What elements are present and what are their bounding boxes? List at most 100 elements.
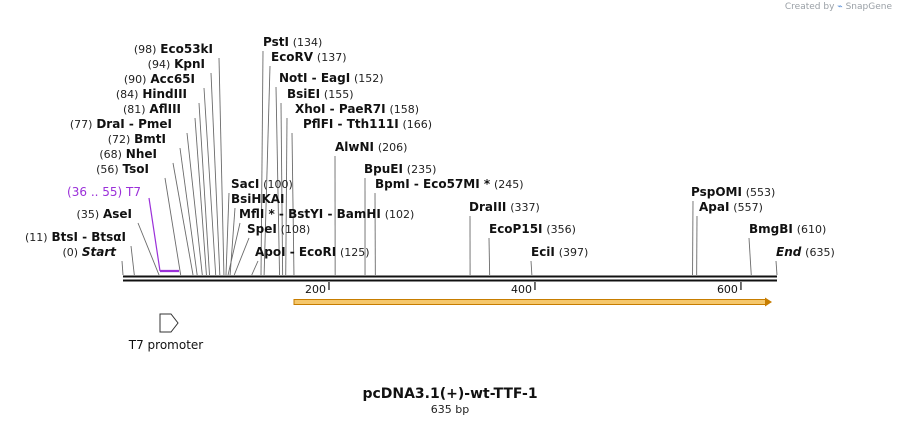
site-name: MflI * - BstYI - BamHI xyxy=(239,207,381,221)
site-name: Acc65I xyxy=(150,72,195,86)
ruler-tick-label: 200 xyxy=(305,283,326,296)
site-position: (397) xyxy=(559,246,589,259)
site-position: (553) xyxy=(746,186,776,199)
site-name: PspOMI xyxy=(691,185,742,199)
site-position: (337) xyxy=(510,201,540,214)
site-name: AseI xyxy=(103,207,132,221)
site-position: (206) xyxy=(378,141,408,154)
site-leader-line xyxy=(275,86,280,276)
site-name: XhoI - PaeR7I xyxy=(295,102,386,116)
site-label: (77) DraI - PmeI xyxy=(70,117,172,131)
site-position: (102) xyxy=(385,208,415,221)
site-position: (155) xyxy=(324,88,354,101)
site-position: (125) xyxy=(340,246,370,259)
plasmid-size: 635 bp xyxy=(430,403,470,416)
site-name: AflIII xyxy=(149,102,181,116)
site-leader-line xyxy=(172,162,194,276)
site-position: (610) xyxy=(797,223,827,236)
site-leader-line xyxy=(775,260,778,276)
site-name: BsiHKAI xyxy=(231,192,285,206)
site-leader-line xyxy=(137,222,160,276)
site-label: EciI (397) xyxy=(531,245,588,259)
site-name: HindIII xyxy=(142,87,187,101)
site-leader-line xyxy=(227,222,241,276)
site-position: (152) xyxy=(354,72,384,85)
primer-leader-line xyxy=(148,197,161,272)
site-label: PspOMI (553) xyxy=(691,185,775,199)
site-leader-line xyxy=(251,260,259,276)
site-label: (81) AflIII xyxy=(123,102,181,116)
ruler-tick-label: 400 xyxy=(511,283,532,296)
site-label: BpuEI (235) xyxy=(364,162,436,176)
site-label: DraIII (337) xyxy=(469,200,540,214)
site-position: (235) xyxy=(407,163,437,176)
site-name: BpuEI xyxy=(364,162,403,176)
site-label: ApoI - EcoRI (125) xyxy=(255,245,370,259)
site-label: (84) HindIII xyxy=(116,87,187,101)
site-position: (68) xyxy=(99,148,122,161)
site-leader-line xyxy=(164,177,182,276)
site-label: MflI * - BstYI - BamHI (102) xyxy=(239,207,414,221)
site-position: (557) xyxy=(733,201,763,214)
site-name: BsiEI xyxy=(287,87,320,101)
site-label: (11) BtsI - BtsαI xyxy=(25,230,126,244)
site-leader-line xyxy=(179,147,198,276)
site-position: (158) xyxy=(389,103,419,116)
site-name: NheI xyxy=(126,147,157,161)
site-position: (81) xyxy=(123,103,146,116)
site-leader-line xyxy=(280,102,284,276)
site-label: (68) NheI xyxy=(99,147,157,161)
site-leader-line xyxy=(748,237,752,276)
site-name: BmgBI xyxy=(749,222,793,236)
plasmid-name: pcDNA3.1(+)-wt-TTF-1 xyxy=(362,386,538,402)
site-label: PstI (134) xyxy=(263,35,322,49)
site-leader-line xyxy=(186,132,203,276)
site-label: SpeI (108) xyxy=(247,222,310,236)
site-leader-line xyxy=(488,237,491,276)
site-name: ApoI - EcoRI xyxy=(255,245,336,259)
site-leader-line xyxy=(263,65,271,276)
site-name: NotI - EagI xyxy=(279,71,350,85)
site-name: EcoP15I xyxy=(489,222,543,236)
site-name: BmtI xyxy=(134,132,166,146)
site-leader-line xyxy=(229,207,236,276)
primer-label: (36 .. 55) T7 xyxy=(67,185,141,199)
site-name: KpnI xyxy=(174,57,205,71)
site-name: AlwNI xyxy=(335,140,374,154)
site-leader-line xyxy=(198,102,210,276)
site-label: (35) AseI xyxy=(77,207,132,221)
site-name: PflFI - Tth111I xyxy=(303,117,399,131)
site-leader-line xyxy=(530,260,533,276)
site-position: (90) xyxy=(124,73,147,86)
site-position: (72) xyxy=(108,133,131,146)
site-name: End xyxy=(776,245,802,259)
site-name: Start xyxy=(82,245,117,259)
site-leader-line xyxy=(194,117,207,276)
site-label: (0) Start xyxy=(62,245,117,259)
site-leader-line xyxy=(203,87,217,276)
site-label: BmgBI (610) xyxy=(749,222,826,236)
site-name: BpmI - Eco57MI * xyxy=(375,177,491,191)
site-position: (56) xyxy=(96,163,119,176)
credit-brand: SnapGene xyxy=(845,2,892,12)
site-position: (0) xyxy=(62,246,78,259)
site-name: EciI xyxy=(531,245,555,259)
feature-label: T7 promoter xyxy=(128,338,204,352)
snapgene-credit: Created by ⌁ SnapGene xyxy=(785,2,892,12)
site-leader-line xyxy=(225,192,230,276)
site-position: (137) xyxy=(317,51,347,64)
site-name: DraIII xyxy=(469,200,506,214)
site-name: SpeI xyxy=(247,222,277,236)
site-position: (77) xyxy=(70,118,93,131)
orf-arrow xyxy=(293,297,772,307)
site-label: EcoRV (137) xyxy=(271,50,347,64)
site-name: SacI xyxy=(231,177,259,191)
site-position: (11) xyxy=(25,231,48,244)
site-name: TsoI xyxy=(123,162,149,176)
site-leader-line xyxy=(210,72,221,276)
site-labels: (98) Eco53kI(94) KpnI(90) Acc65I(84) Hin… xyxy=(25,35,835,259)
site-name: DraI - PmeI xyxy=(96,117,172,131)
site-leader-line xyxy=(260,50,264,276)
ruler-tick-label: 600 xyxy=(717,283,738,296)
feature-track: (36 .. 55) T7 T7 promoter xyxy=(67,185,203,352)
